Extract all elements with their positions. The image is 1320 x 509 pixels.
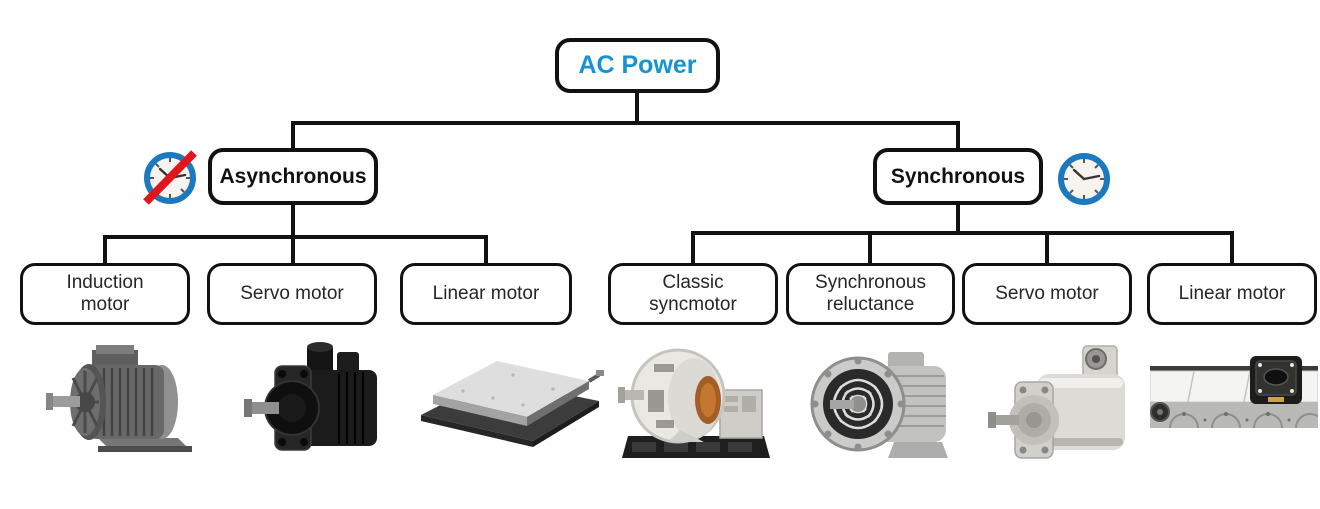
node-servo-motor-sync: Servo motor xyxy=(962,263,1132,325)
clock-icon xyxy=(1057,152,1112,207)
node-linear-motor-sync: Linear motor xyxy=(1147,263,1317,325)
node-synchronous-reluctance-label: Synchronous reluctance xyxy=(815,271,926,315)
induction-motor-photo xyxy=(40,338,200,460)
no-clock-icon xyxy=(141,148,200,207)
node-synchronous-reluctance: Synchronous reluctance xyxy=(786,263,955,325)
node-servo-motor-async: Servo motor xyxy=(207,263,377,325)
node-synchronous: Synchronous xyxy=(873,148,1043,205)
classic-syncmotor-photo xyxy=(618,334,774,474)
node-servo-motor-sync-label: Servo motor xyxy=(995,282,1099,304)
node-induction-motor: Induction motor xyxy=(20,263,190,325)
node-asynchronous-label: Asynchronous xyxy=(219,164,367,188)
servo-motor-black-photo xyxy=(235,336,395,463)
node-linear-motor-async-label: Linear motor xyxy=(432,282,540,304)
node-asynchronous: Asynchronous xyxy=(208,148,378,205)
node-servo-motor-async-label: Servo motor xyxy=(240,282,344,304)
node-linear-motor-sync-label: Linear motor xyxy=(1178,282,1286,304)
servo-motor-gray-photo xyxy=(985,336,1135,473)
node-synchronous-label: Synchronous xyxy=(890,164,1026,188)
linear-motor-flat-photo xyxy=(413,343,605,451)
node-ac-power-label: AC Power xyxy=(578,51,697,79)
node-induction-motor-label: Induction motor xyxy=(66,271,144,315)
node-classic-syncmotor-label: Classic syncmotor xyxy=(649,271,737,315)
synchronous-reluctance-photo xyxy=(800,334,956,474)
linear-motor-track-photo xyxy=(1150,352,1318,444)
node-classic-syncmotor: Classic syncmotor xyxy=(608,263,778,325)
node-ac-power: AC Power xyxy=(555,38,720,93)
node-linear-motor-async: Linear motor xyxy=(400,263,572,325)
